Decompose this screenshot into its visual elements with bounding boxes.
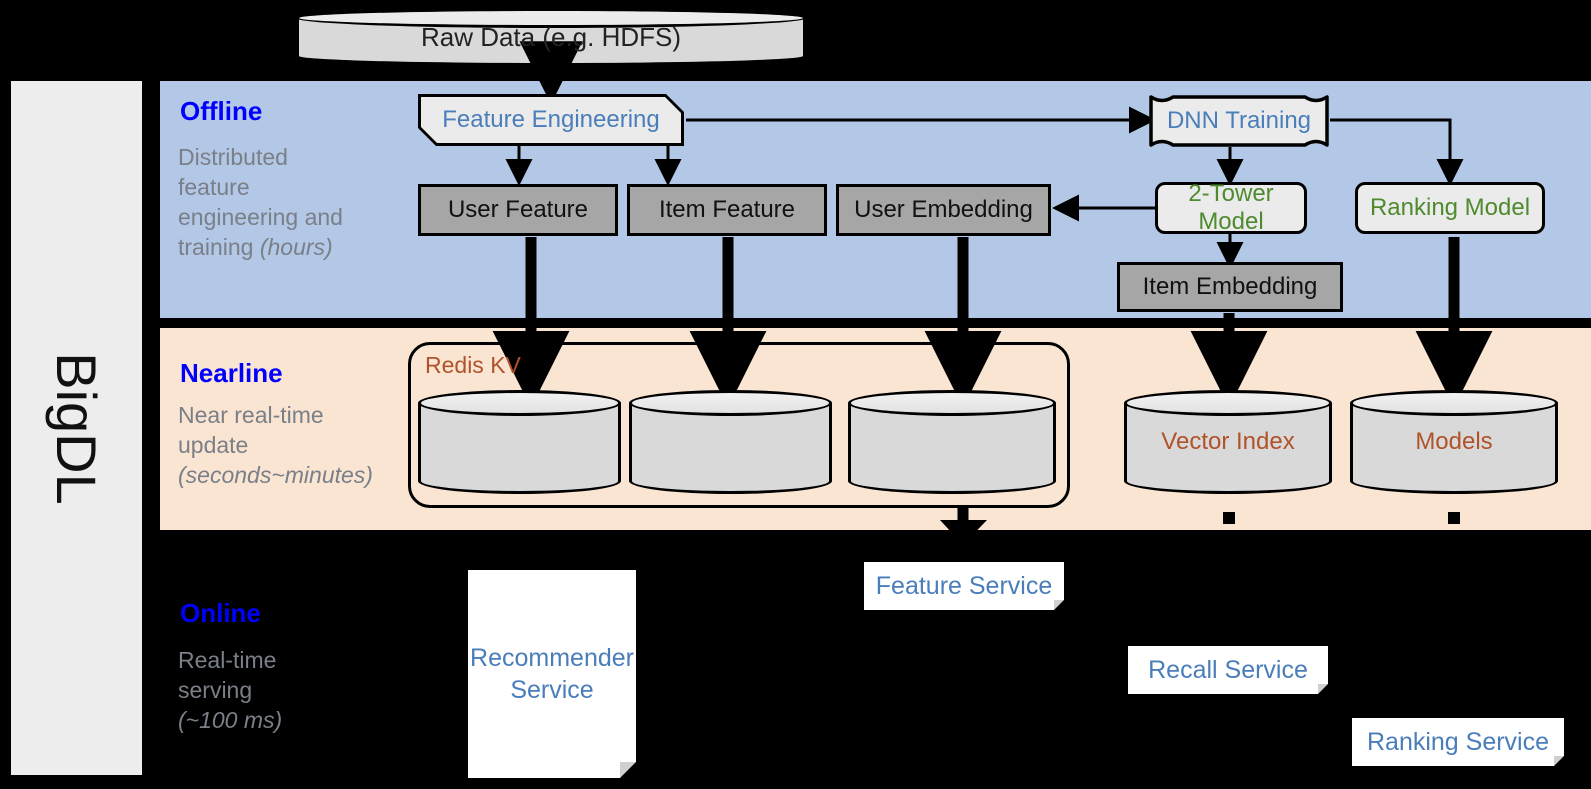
store-user-embedding-top [848,390,1056,416]
dnn-training-label: DNN Training [1166,107,1312,134]
ranking-model-label: Ranking Model [1369,194,1531,221]
offline-desc-l2: feature [178,174,250,200]
offline-desc-l1: Distributed [178,144,288,170]
offline-desc-l4: training [178,234,260,260]
nearline-desc-l2: update [178,432,249,458]
store-item-feature-body [629,403,832,481]
redis-store-user-embedding[interactable] [848,390,1056,494]
store-user-feature-label [418,390,621,494]
recommender-service-label: Recommender Service [470,644,634,704]
nearline-band-label: Nearline [180,358,283,388]
online-desc-emphasis: (~100 ms) [178,707,283,733]
offline-desc-emphasis: (hours) [259,234,333,260]
store-item-feature-label [629,390,832,494]
models-body [1350,403,1558,481]
ranking-service-node[interactable]: Ranking Service [1352,718,1564,766]
bigdl-framework-rail: BigDL [8,78,145,778]
two-tower-model-label: 2-Tower Model [1188,180,1274,235]
redis-kv-label: Redis KV [425,352,521,378]
vector-index-body [1124,403,1332,481]
page-fold-icon [1554,756,1564,766]
redis-store-item-feature[interactable] [629,390,832,494]
store-user-embedding-body [848,403,1056,481]
raw-data-cylinder-top [296,8,806,28]
item-feature-label: Item Feature [658,196,796,223]
online-band-description: Real-time serving (~100 ms) [178,645,398,735]
user-feature-node[interactable]: User Feature [418,184,618,236]
bigdl-label: BigDL [45,351,108,505]
user-embedding-node[interactable]: User Embedding [836,184,1051,236]
vector-index-label: Vector Index [1161,428,1295,455]
nearline-desc-l1: Near real-time [178,402,324,428]
store-item-feature-top [629,390,832,416]
feature-service-node[interactable]: Feature Service [864,562,1064,610]
raw-data-label: Raw Data (e.g. HDFS) [420,21,682,52]
online-desc-l1: Real-time [178,647,277,673]
store-user-embedding-label [848,390,1056,494]
ranking-model-node[interactable]: Ranking Model [1355,182,1545,234]
item-embedding-label: Item Embedding [1142,273,1318,300]
recall-service-node[interactable]: Recall Service [1128,646,1328,694]
offline-desc-l3: engineering and [178,204,343,230]
offline-band-description: Distributed feature engineering and trai… [178,142,398,262]
raw-data-store: Raw Data (e.g. HDFS) [296,8,806,66]
redis-kv-container [408,342,1070,508]
item-embedding-node[interactable]: Item Embedding [1117,262,1343,312]
page-fold-icon [1318,684,1328,694]
page-fold-icon [1054,600,1064,610]
store-user-feature-body [418,403,621,481]
recall-service-label: Recall Service [1148,656,1308,684]
models-store[interactable]: Models [1350,390,1558,494]
online-desc-l2: serving [178,677,253,703]
user-embedding-label: User Embedding [854,196,1033,223]
nearline-desc-emphasis: (seconds~minutes) [178,462,373,488]
dnn-training-shape [1149,95,1329,147]
feature-service-label: Feature Service [875,572,1053,600]
page-fold-icon [620,762,636,778]
dnn-training-node[interactable]: DNN Training [1148,94,1330,148]
store-user-feature-top [418,390,621,416]
redis-store-user-feature[interactable] [418,390,621,494]
user-feature-label: User Feature [447,196,589,223]
ranking-service-label: Ranking Service [1366,728,1550,756]
offline-band-label: Offline [180,96,263,126]
feature-engineering-label: Feature Engineering [421,97,681,143]
item-feature-node[interactable]: Item Feature [627,184,827,236]
nearline-band-description: Near real-time update (seconds~minutes) [178,400,413,490]
two-tower-model-node[interactable]: 2-Tower Model [1155,180,1307,235]
feature-engineering-node[interactable]: Feature Engineering [418,94,684,146]
online-band-label: Online [180,598,261,628]
vector-index-top [1124,390,1332,416]
models-label: Models [1415,428,1493,455]
vector-index-store[interactable]: Vector Index [1124,390,1332,494]
recommender-service-node[interactable]: Recommender Service [468,570,636,778]
models-top [1350,390,1558,416]
